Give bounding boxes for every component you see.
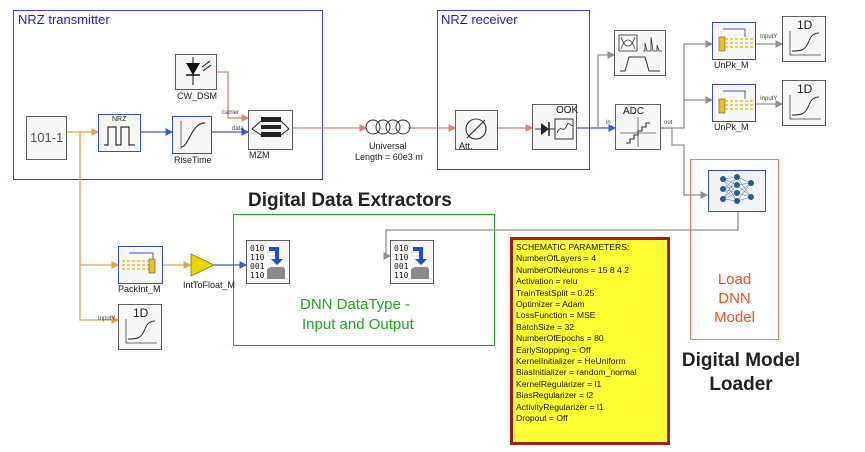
loader-inner-text: Load DNN Model [690, 270, 779, 327]
risetime-curve-icon [180, 121, 206, 149]
loader-title: Digital Model Loader [676, 349, 806, 397]
risetime-label: RiseTime [174, 155, 212, 165]
loader-inner-line1: Load [717, 271, 752, 288]
fiber-label: Universal [369, 141, 407, 151]
digital-data-extractors-group [233, 214, 495, 346]
attenuator-label: Att. [459, 141, 473, 151]
param-line: BiasRegularizer = l2 [516, 390, 594, 401]
ook-receiver-block[interactable]: OOK [532, 104, 579, 150]
nrz-receiver-group: NRZ receiver [437, 10, 590, 170]
data-extractor-block-1[interactable]: 010 110 001 110 [246, 240, 290, 284]
adc-staircase-icon [620, 117, 656, 147]
unpack-icon [718, 28, 753, 52]
spectrum-icon [618, 34, 662, 72]
packint-label: PackInt_M [118, 284, 161, 294]
param-line: BatchSize = 32 [516, 321, 575, 332]
bits-text: 010 110 001 110 [250, 244, 265, 280]
unpack-1-port-label: InputY [760, 34, 778, 40]
data-extractor-block-2[interactable]: 010 110 001 110 [390, 240, 434, 284]
nrz-receiver-title: NRZ receiver [441, 12, 518, 27]
mzm-waveguide-icon [251, 117, 290, 137]
packint-block[interactable] [118, 246, 163, 284]
param-line: NumberOfEpochs = 80 [516, 333, 604, 344]
adc-block[interactable]: ADC [615, 104, 661, 150]
param-line: LossFunction = MSE [516, 310, 596, 321]
param-line: KernelInitializer = HeUniform [516, 356, 626, 367]
loader-title-line1: Digital Model [681, 350, 801, 371]
cw-laser-block[interactable] [175, 54, 217, 90]
scope-block-3[interactable]: 1D [118, 304, 162, 350]
fiber-length-label: Length = 60e3 m [355, 152, 423, 162]
param-line: Optimizer = Adam [516, 299, 585, 310]
nrz-transmitter-group: NRZ transmitter [13, 10, 323, 180]
unpack-2-label: UnPk_M [714, 122, 749, 132]
unpack-block-2[interactable] [712, 84, 756, 122]
extractors-title: Digital Data Extractors [248, 190, 452, 211]
adc-out-port-label: out [664, 120, 673, 126]
param-line: Activation = relu [516, 276, 578, 287]
attenuator-icon [465, 118, 487, 140]
unpack-1-label: UnPk_M [714, 60, 749, 70]
inttofloat-label: IntToFloat_M [183, 280, 236, 290]
nrz-pulse-generator-block[interactable]: NRZ [98, 114, 141, 152]
neural-network-icon [720, 174, 754, 204]
scope-3-port-label: InputY [98, 316, 116, 322]
param-line: KernelRegularizer = l1 [516, 378, 602, 389]
plot-curve-icon [789, 31, 821, 56]
mzm-label: MZM [249, 150, 270, 160]
prbs-text: 101-1 [30, 130, 64, 145]
mzm-modulator-block[interactable] [248, 110, 293, 150]
param-line: TrainTestSplit = 0.25 [516, 287, 595, 298]
loader-title-line2: Loader [709, 374, 773, 395]
extractors-caption-line1: DNN DataType - [300, 296, 411, 313]
inttofloat-triangle-icon[interactable] [190, 253, 216, 277]
scope-block-2[interactable]: 1D [782, 80, 826, 126]
extractors-caption-line2: Input and Output [302, 316, 414, 333]
nrz-transmitter-title: NRZ transmitter [18, 12, 110, 27]
digital-model-loader-group [690, 159, 779, 340]
plot-curve-icon [789, 95, 821, 120]
dnn-model-block[interactable] [708, 170, 766, 212]
scope-1-label: 1D [797, 18, 813, 32]
unpack-block-1[interactable] [712, 22, 756, 60]
params-heading: SCHEMATIC PARAMETERS: [516, 242, 630, 252]
param-line: NumberOfLayers = 4 [516, 253, 597, 264]
unpack-2-port-label: InputY [760, 96, 778, 102]
schematic-parameters-panel: SCHEMATIC PARAMETERS: NumberOfLayers = 4… [510, 237, 670, 445]
nrz-label: NRZ [112, 116, 127, 123]
extract-arrow-icon [411, 247, 429, 279]
attenuator-block[interactable] [455, 110, 498, 150]
risetime-block[interactable] [172, 116, 212, 154]
extract-arrow-icon [267, 247, 285, 279]
fiber-spool-icon[interactable] [364, 118, 412, 138]
mzm-data-port-label: data [232, 126, 244, 132]
scope-block-1[interactable]: 1D [782, 16, 826, 62]
param-line: BiasInitializer = random_normal [516, 367, 637, 378]
mzm-carrier-port-label: carrier [222, 110, 240, 116]
loader-inner-line3: Model [714, 309, 755, 326]
bits-text: 010 110 001 110 [394, 244, 409, 280]
loader-inner-line2: DNN [718, 290, 751, 307]
param-line: ActivityRegularizer = l1 [516, 401, 604, 412]
pack-icon [122, 252, 156, 274]
param-line: EarlyStopping = Off [516, 344, 591, 355]
adc-label: ADC [623, 106, 645, 117]
unpack-icon [718, 90, 753, 114]
adc-in-port-label: in [606, 120, 611, 126]
spectrum-analyzer-block[interactable] [614, 30, 666, 76]
photodiode-icon [535, 118, 574, 140]
prbs-generator-block[interactable]: 101-1 [26, 116, 67, 160]
scope-3-label: 1D [133, 306, 149, 320]
nrz-waveform-icon [104, 126, 135, 146]
ook-label: OOK [556, 105, 579, 116]
param-line: NumberOfNeurons = 15 8 4 2 [516, 264, 629, 275]
param-line: Dropout = Off [516, 413, 568, 424]
laser-diode-icon [186, 57, 212, 85]
cw-label: CW_DSM [177, 91, 217, 101]
scope-2-label: 1D [797, 82, 813, 96]
plot-curve-icon [125, 319, 157, 344]
